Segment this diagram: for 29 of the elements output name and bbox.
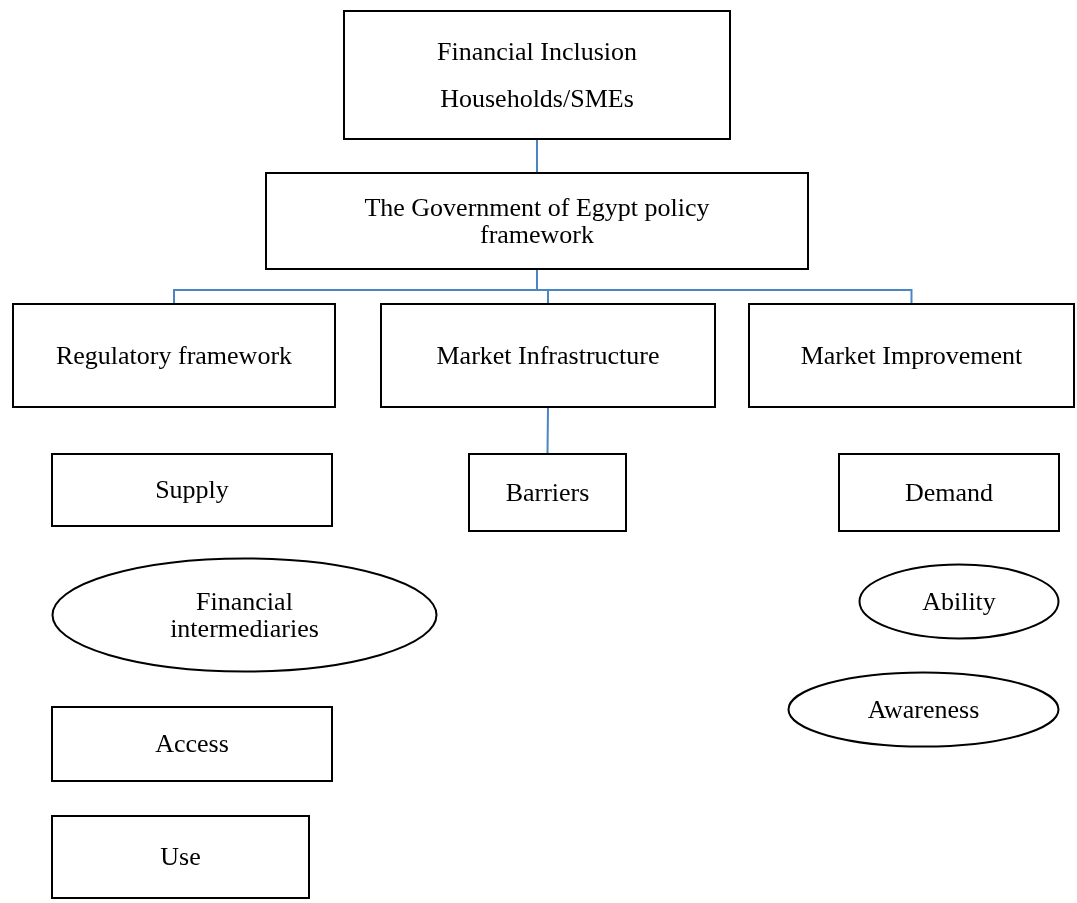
node-text: Access: [155, 730, 229, 758]
box-node: [468, 453, 627, 532]
box-node: [51, 706, 333, 782]
connector-line: [546, 407, 549, 454]
box-node: [265, 172, 809, 270]
ellipse-node: [51, 557, 438, 673]
box-node: [748, 303, 1075, 408]
node-text: Regulatory framework: [55, 341, 293, 370]
node-text: Demand: [904, 478, 994, 507]
node-text: Market Infrastructure: [436, 341, 660, 370]
box-node: [380, 303, 716, 408]
node-text: Use: [160, 843, 201, 871]
box-node: [838, 453, 1060, 532]
connector-line: [536, 139, 538, 173]
node-text: Supply: [155, 476, 229, 504]
node-text: The Government of Egypt policy framework: [363, 193, 711, 249]
box-node: [343, 10, 731, 140]
ellipse-node: [858, 563, 1060, 640]
box-node: [51, 453, 333, 527]
node-text: Households/SMEs: [440, 85, 634, 113]
ellipse-node: [787, 671, 1060, 748]
node-text: Financial intermediaries: [169, 587, 320, 643]
node-text: Financial Inclusion: [437, 37, 637, 65]
node-text: Barriers: [505, 478, 590, 507]
node-text: Market Improvement: [800, 341, 1023, 370]
box-node: [51, 815, 310, 899]
box-node: [12, 303, 336, 408]
node-text: Awareness: [867, 695, 980, 724]
node-text: Ability: [922, 587, 996, 616]
